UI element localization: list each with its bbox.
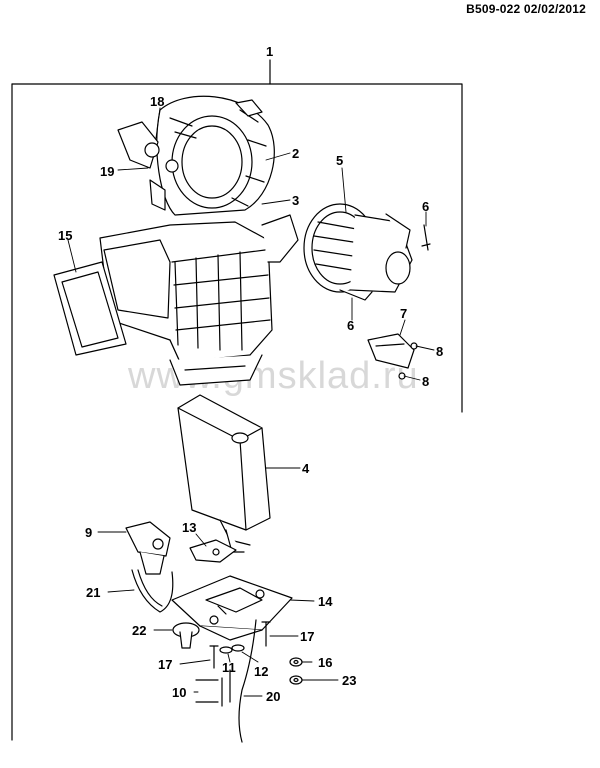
callout-6-top: 6: [422, 199, 429, 214]
callout-18: 18: [150, 94, 164, 109]
blower-resistor: [367, 333, 418, 380]
flap-lever: [117, 121, 179, 211]
callout-8-top: 8: [436, 344, 443, 359]
callout-15: 15: [58, 228, 72, 243]
callout-8-bottom: 8: [422, 374, 429, 389]
callout-13: 13: [182, 520, 196, 535]
callout-16: 16: [318, 655, 332, 670]
pipe-bracket: [189, 539, 237, 563]
expansion-valve: [125, 521, 171, 575]
leader-lines: [67, 107, 435, 697]
callout-9: 9: [85, 525, 92, 540]
blower-housing: [156, 95, 275, 216]
plug: [172, 622, 200, 649]
callout-17-right: 17: [300, 629, 314, 644]
drain-hose: [131, 569, 174, 613]
callout-23: 23: [342, 673, 356, 688]
callout-10: 10: [172, 685, 186, 700]
callout-3: 3: [292, 193, 299, 208]
callout-12: 12: [254, 664, 268, 679]
callout-labels: 1 18 19 2 3 5 6 6 15 7 8 8 4 9 13 21 14 …: [58, 44, 443, 704]
pins: [195, 669, 231, 707]
callout-22: 22: [132, 623, 146, 638]
callout-17-left: 17: [158, 657, 172, 672]
assembly-bracket: [11, 59, 463, 741]
callout-21: 21: [86, 585, 100, 600]
callout-4: 4: [302, 461, 310, 476]
callout-7: 7: [400, 306, 407, 321]
callout-2: 2: [292, 146, 299, 161]
callout-6-bottom: 6: [347, 318, 354, 333]
diagram-code-date: B509-022 02/02/2012: [466, 2, 586, 16]
filter-frame: [53, 261, 127, 356]
base-plate: [171, 575, 293, 641]
evaporator-core: [177, 394, 271, 553]
callout-5: 5: [336, 153, 343, 168]
blower-motor: [303, 203, 413, 301]
cable: [238, 619, 257, 743]
filter-housing: [99, 214, 299, 386]
clips: [219, 644, 245, 654]
callout-20: 20: [266, 689, 280, 704]
bolts: [209, 621, 271, 669]
washers: [289, 657, 303, 685]
callout-1: 1: [266, 44, 273, 59]
fastener-pin: [421, 224, 431, 251]
callout-19: 19: [100, 164, 114, 179]
callout-11: 11: [222, 660, 236, 675]
callout-14: 14: [318, 594, 333, 609]
